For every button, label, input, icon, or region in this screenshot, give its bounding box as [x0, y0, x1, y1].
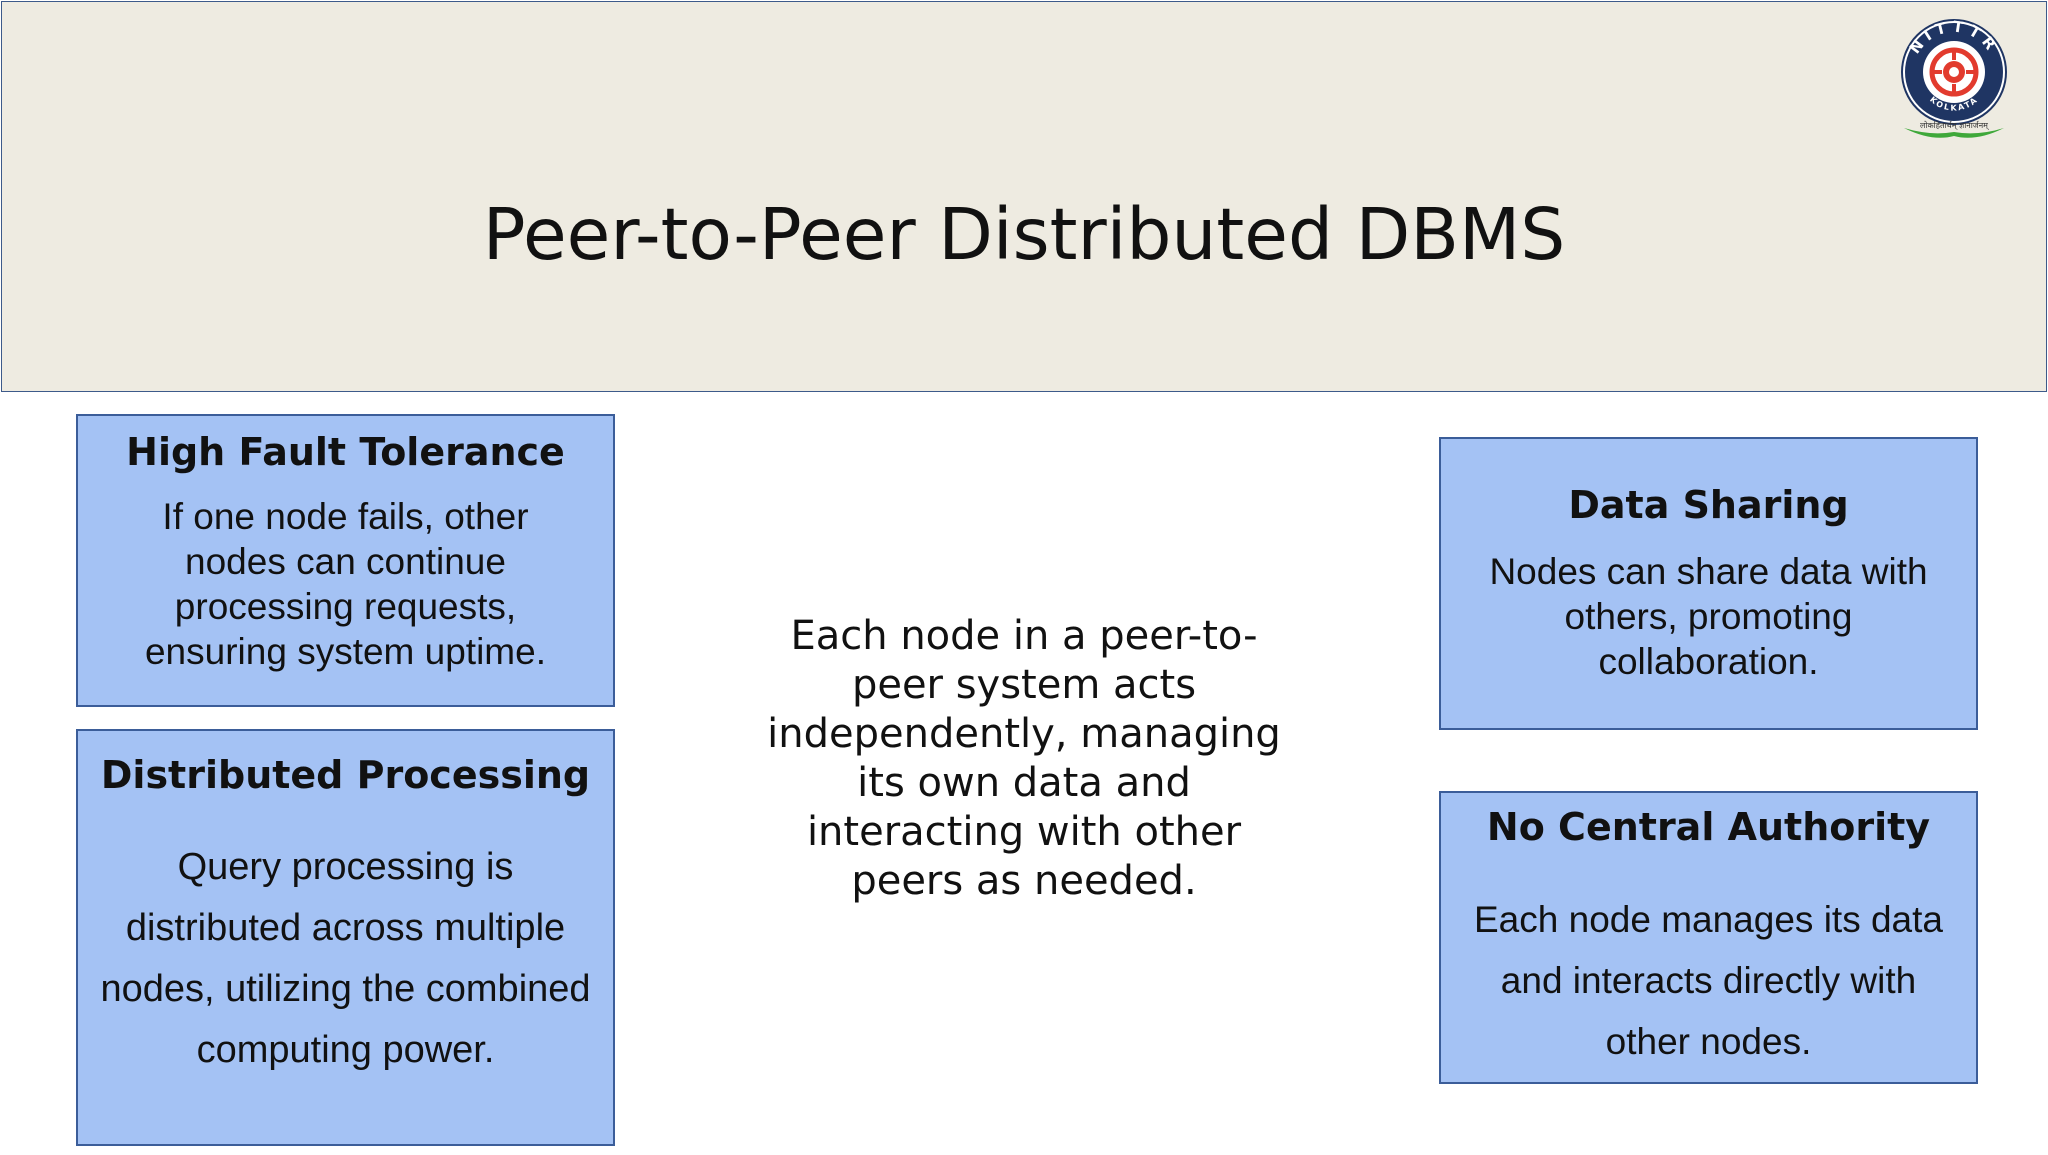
- distributed-processing-body: Query processing is distributed across m…: [100, 846, 591, 1071]
- center-description: Each node in a peer-to-peer system acts …: [767, 613, 1281, 904]
- data-sharing-title: Data Sharing: [1568, 483, 1849, 527]
- no-central-authority-box: No Central Authority Each node manages i…: [1439, 791, 1978, 1084]
- distributed-processing-title: Distributed Processing: [100, 753, 591, 797]
- seal-motto-text: लोकहितार्थम् ज्ञानार्जनम्: [1920, 120, 1990, 131]
- title-banner: [1, 1, 2047, 392]
- no-central-authority-title: No Central Authority: [1486, 805, 1931, 849]
- slide-title: Peer-to-Peer Distributed DBMS: [482, 193, 1566, 276]
- high-fault-tolerance-body: If one node fails, other nodes can conti…: [144, 496, 546, 672]
- data-sharing-body: Nodes can share data with others, promot…: [1489, 551, 1928, 682]
- no-central-authority-body: Each node manages its data and interacts…: [1474, 899, 1943, 1062]
- high-fault-tolerance-box: High Fault Tolerance If one node fails, …: [76, 414, 615, 707]
- data-sharing-box: Data Sharing Nodes can share data with o…: [1439, 437, 1978, 730]
- distributed-processing-box: Distributed Processing Query processing …: [76, 729, 615, 1146]
- high-fault-tolerance-title: High Fault Tolerance: [126, 430, 565, 474]
- nitttr-kolkata-seal-icon: NITTTR KOLKATA लोकहितार्थम् ज्ञानार्जनम्: [1901, 17, 2007, 138]
